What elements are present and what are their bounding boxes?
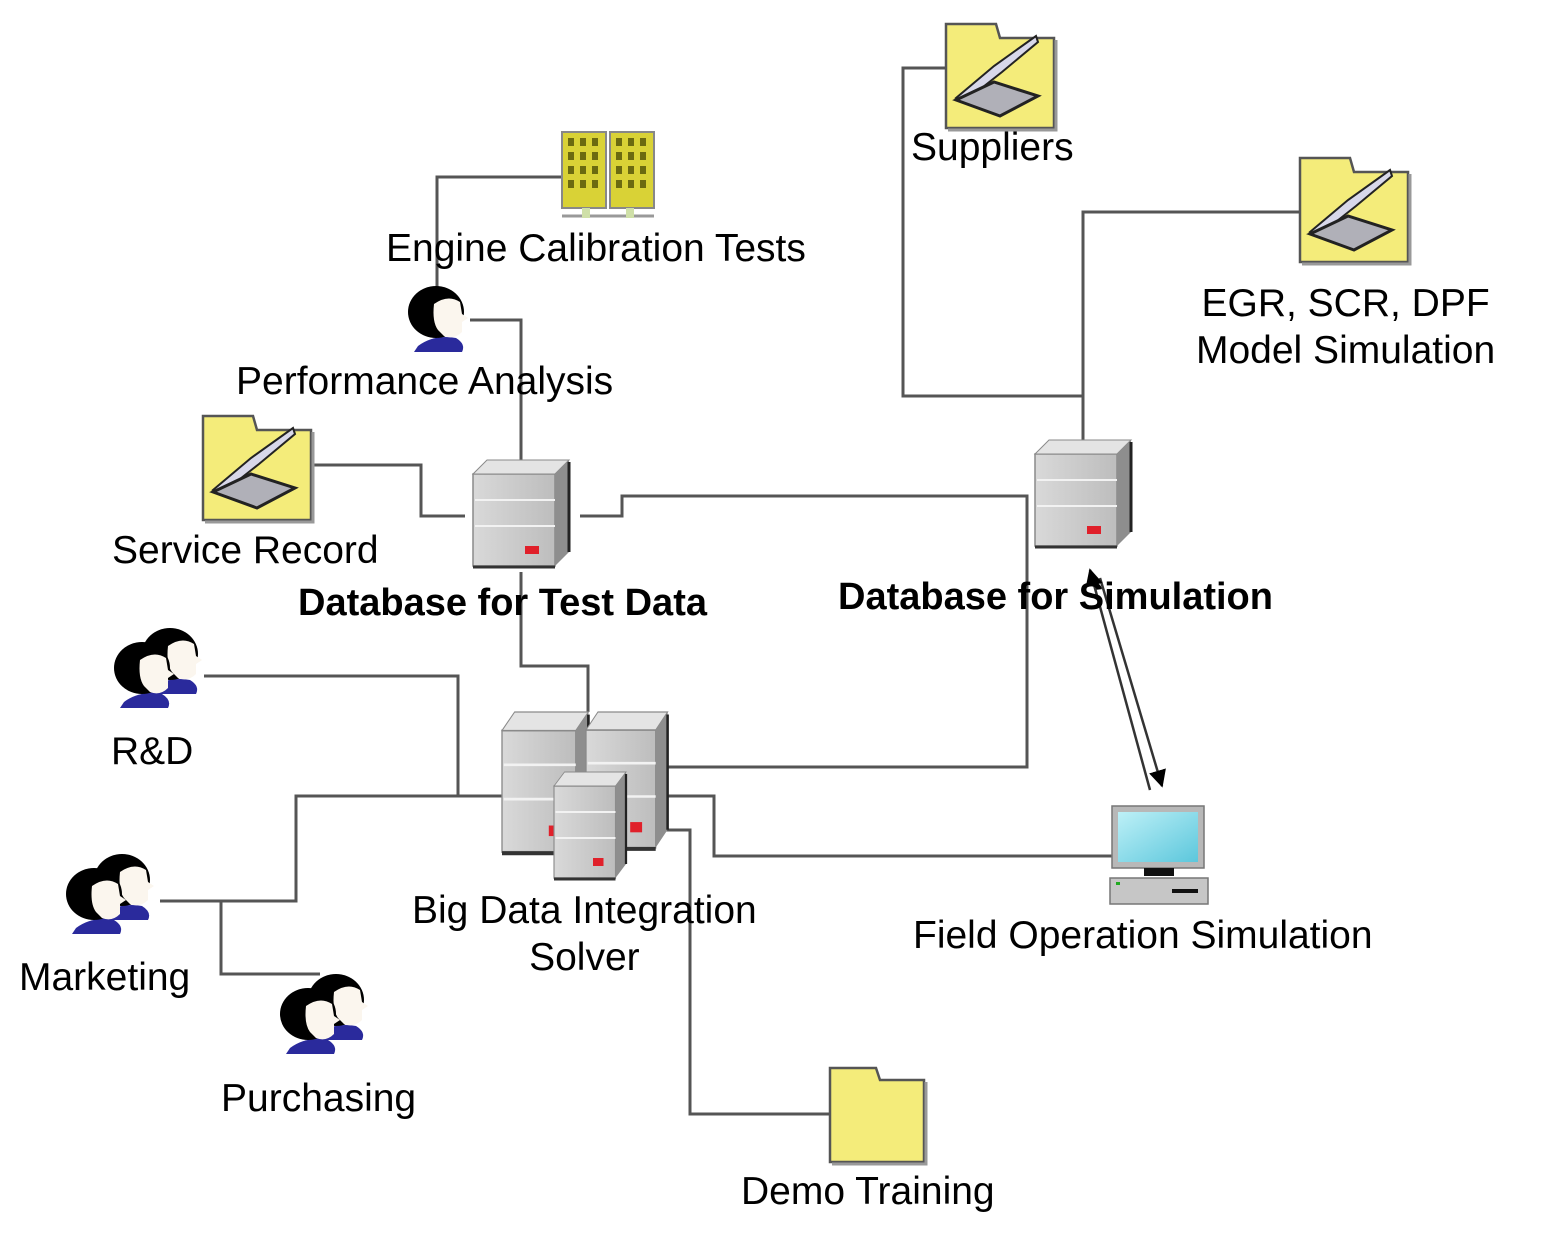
label-egr-line2: Model Simulation (1196, 328, 1496, 372)
label-suppliers: Suppliers (911, 126, 1074, 169)
label-big-data-line1: Big Data Integration (412, 889, 757, 932)
folder-icon (828, 1066, 928, 1166)
scanner-folder-icon (944, 22, 1058, 132)
group-icon (280, 974, 368, 1054)
server-cluster-icon (500, 710, 670, 881)
label-big-data-line2: Solver (529, 935, 640, 979)
label-engine-calibration-tests: Engine Calibration Tests (386, 227, 806, 270)
label-big-data-solver: Big Data Integration Solver (412, 888, 757, 982)
wire-db-test-to-big-data (519, 572, 590, 712)
person-icon (408, 286, 468, 352)
scanner-folder-icon (1298, 156, 1412, 266)
wire-big-data-to-field-op (668, 794, 1114, 858)
connections (160, 66, 1300, 1116)
group-icon (66, 854, 154, 934)
server-icon (471, 458, 571, 569)
wire-performance-to-db-test (470, 318, 523, 460)
label-rnd: R&D (111, 730, 194, 773)
wire-marketing-to-purchasing (219, 901, 320, 976)
label-egr-line1: EGR, SCR, DPF (1201, 282, 1490, 325)
group-icon (114, 628, 202, 708)
computer-icon (1109, 805, 1209, 905)
label-field-operation-simulation: Field Operation Simulation (913, 914, 1373, 957)
label-performance-analysis: Performance Analysis (236, 360, 614, 403)
label-database-simulation: Database for Simulation (838, 576, 1273, 618)
wire-suppliers-to-db-sim (901, 66, 1085, 440)
wire-rnd-to-big-data (204, 674, 502, 798)
scanner-folder-icon (201, 414, 315, 524)
wire-engine-to-performance (435, 175, 562, 290)
test-rack-icon (561, 131, 655, 218)
label-database-test-data: Database for Test Data (298, 582, 707, 624)
label-service-record: Service Record (112, 529, 379, 572)
wire-egr-to-db-sim (1081, 210, 1300, 396)
label-demo-training: Demo Training (741, 1170, 995, 1213)
wire-service-to-db-test (312, 463, 465, 518)
label-purchasing: Purchasing (221, 1077, 417, 1120)
server-icon (1033, 438, 1133, 549)
wire-marketing-to-big-data (160, 794, 458, 903)
wire-big-data-to-demo (656, 828, 830, 1116)
label-marketing: Marketing (19, 956, 191, 999)
wire-db-test-to-db-sim (580, 494, 1029, 769)
arrow-field-op-to-db-sim (1085, 568, 1152, 791)
arrow-db-sim-to-field-op (1098, 577, 1166, 788)
label-egr-model-simulation: EGR, SCR, DPF Model Simulation (1196, 281, 1495, 375)
